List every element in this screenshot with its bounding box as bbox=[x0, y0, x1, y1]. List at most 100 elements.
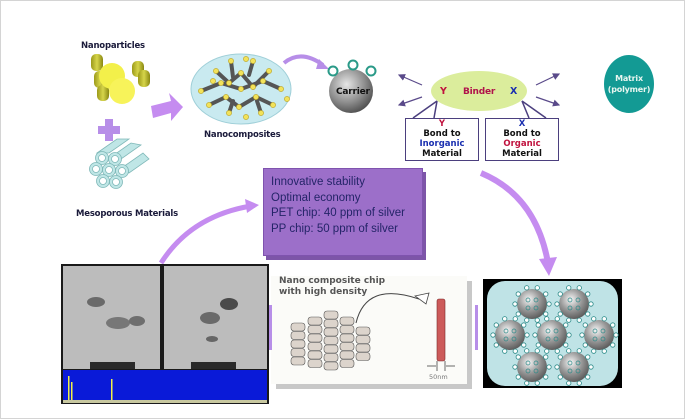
surface-particle bbox=[576, 380, 582, 386]
surface-particle bbox=[601, 348, 607, 354]
surface-particle bbox=[544, 348, 550, 354]
surface-particle bbox=[512, 316, 518, 322]
surface-particle bbox=[535, 322, 541, 328]
bond-letter: X bbox=[518, 119, 526, 129]
surface-particle bbox=[524, 380, 530, 386]
matrix-sphere bbox=[495, 320, 525, 350]
surface-particle bbox=[533, 305, 539, 311]
surface-particle bbox=[533, 368, 539, 374]
chip-cell bbox=[290, 331, 306, 340]
info-box: Innovative stability Optimal economy PET… bbox=[263, 168, 423, 256]
surface-particle bbox=[585, 311, 591, 317]
matrix-label-line2: (polymer) bbox=[607, 85, 651, 94]
surface-particle bbox=[554, 348, 560, 354]
chip-cell bbox=[290, 348, 306, 357]
surface-particle bbox=[563, 342, 569, 348]
thickness-label: 50nm bbox=[429, 373, 448, 381]
surface-particle bbox=[546, 364, 552, 370]
binder-label: Binder bbox=[463, 87, 496, 97]
nanoparticle-cylinder bbox=[138, 70, 150, 87]
bond-box-inorganic: Y Bond to Inorganic Material bbox=[405, 118, 479, 161]
surface-particle bbox=[490, 332, 496, 338]
surface-particle bbox=[493, 342, 499, 348]
chip-panel-title: Nano composite chip with high density bbox=[279, 276, 385, 298]
chip-cell bbox=[323, 327, 339, 337]
surface-particle bbox=[557, 311, 563, 317]
chip-cell bbox=[323, 310, 339, 320]
chip-title-line2: with high density bbox=[279, 287, 368, 297]
surface-particle bbox=[521, 342, 527, 348]
matrix-label-line1: Matrix bbox=[615, 74, 643, 83]
surface-particle bbox=[512, 301, 518, 307]
arrow-to-info-box bbox=[158, 203, 252, 265]
nanoparticles-illustration bbox=[91, 54, 150, 104]
matrix-circle bbox=[604, 55, 654, 113]
surface-particle bbox=[515, 374, 521, 380]
surface-particle bbox=[535, 342, 541, 348]
surface-particle bbox=[545, 328, 551, 334]
surface-particle bbox=[524, 317, 530, 323]
chip-cell bbox=[355, 326, 371, 336]
surface-particle bbox=[521, 322, 527, 328]
nanocomposites-illustration bbox=[190, 53, 292, 125]
surface-particle bbox=[582, 322, 588, 328]
surface-particle bbox=[502, 348, 508, 354]
surface-particle bbox=[546, 301, 552, 307]
surface-particle bbox=[543, 374, 549, 380]
bond-line1: Bond to bbox=[503, 129, 541, 139]
chip-title-line1: Nano composite chip bbox=[279, 276, 386, 286]
surface-particle bbox=[543, 354, 549, 360]
surface-particle bbox=[544, 316, 550, 322]
bond-keyword: Inorganic bbox=[419, 139, 465, 149]
surface-particle bbox=[567, 297, 573, 303]
surface-particle bbox=[534, 380, 540, 386]
chip-cell bbox=[307, 350, 323, 360]
surface-particle bbox=[566, 332, 572, 338]
surface-particle bbox=[610, 322, 616, 328]
surface-particle bbox=[575, 368, 581, 374]
surface-particle bbox=[515, 354, 521, 360]
matrix-sphere bbox=[517, 289, 547, 319]
nanolayer-sheet bbox=[436, 298, 446, 362]
surface-particle bbox=[585, 354, 591, 360]
nanocomposites-label: Nanocomposites bbox=[204, 130, 281, 140]
surface-particle bbox=[610, 342, 616, 348]
surface-particle bbox=[524, 285, 530, 291]
surface-particle bbox=[588, 301, 594, 307]
surface-particle bbox=[579, 332, 585, 338]
bond-line1: Bond to bbox=[423, 129, 461, 139]
surface-particle bbox=[600, 328, 606, 334]
surface-particle bbox=[600, 336, 606, 342]
chip-stacks bbox=[290, 310, 371, 371]
arrow-to-carrier bbox=[282, 54, 325, 67]
bond-keyword: Organic bbox=[503, 139, 541, 149]
chip-cell bbox=[323, 353, 339, 362]
chip-cell bbox=[339, 359, 355, 368]
surface-particle bbox=[563, 322, 569, 328]
surface-particle bbox=[567, 368, 573, 374]
nanoparticle-cylinder bbox=[91, 54, 103, 71]
bond-letter: Y bbox=[438, 119, 446, 129]
surface-particle bbox=[575, 305, 581, 311]
surface-particle bbox=[511, 328, 517, 334]
chip-cell bbox=[323, 344, 339, 354]
chip-cell bbox=[339, 333, 355, 343]
surface-particle bbox=[502, 316, 508, 322]
binder-ellipse bbox=[431, 71, 527, 111]
surface-particle bbox=[567, 360, 573, 366]
mesoporous-illustration bbox=[89, 138, 150, 189]
surface-particle bbox=[515, 291, 521, 297]
matrix-sphere bbox=[559, 352, 589, 382]
chip-cell bbox=[339, 350, 355, 360]
surface-particle bbox=[512, 364, 518, 370]
surface-particle bbox=[585, 374, 591, 380]
matrix-sphere bbox=[584, 320, 614, 350]
surface-particle bbox=[554, 301, 560, 307]
sem-image-panel bbox=[61, 264, 269, 404]
surface-particle bbox=[566, 380, 572, 386]
info-line: Optimal economy bbox=[271, 191, 361, 204]
thickness-indicator bbox=[427, 361, 455, 371]
carrier-illustration bbox=[327, 59, 377, 113]
